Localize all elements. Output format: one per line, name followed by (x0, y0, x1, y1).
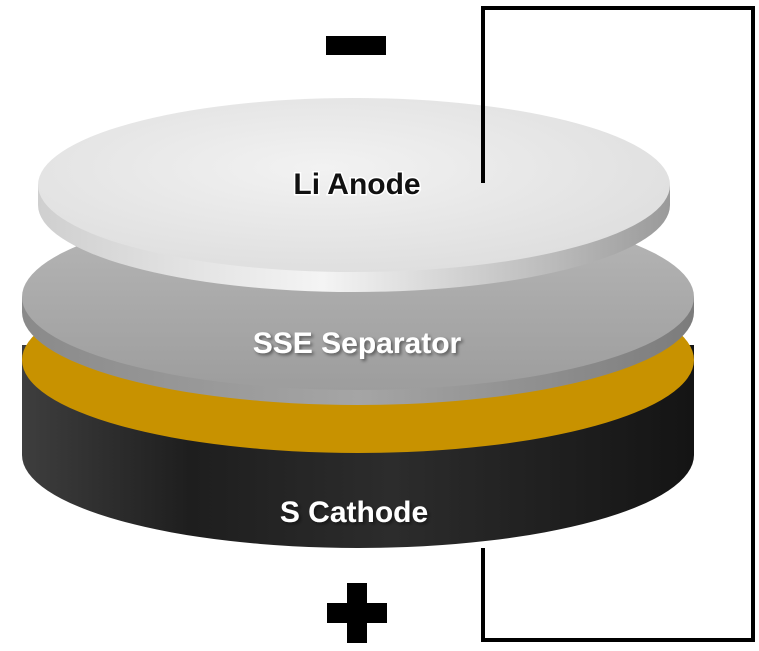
anode-label: Li Anode (293, 168, 420, 201)
cathode-label: S Cathode (280, 496, 428, 529)
plus-sign-icon (327, 583, 387, 643)
external-circuit-wire (481, 6, 755, 642)
minus-sign-icon (326, 36, 386, 55)
anode-top (38, 98, 670, 272)
separator-label: SSE Separator (253, 327, 462, 360)
anode-layer (38, 98, 670, 292)
